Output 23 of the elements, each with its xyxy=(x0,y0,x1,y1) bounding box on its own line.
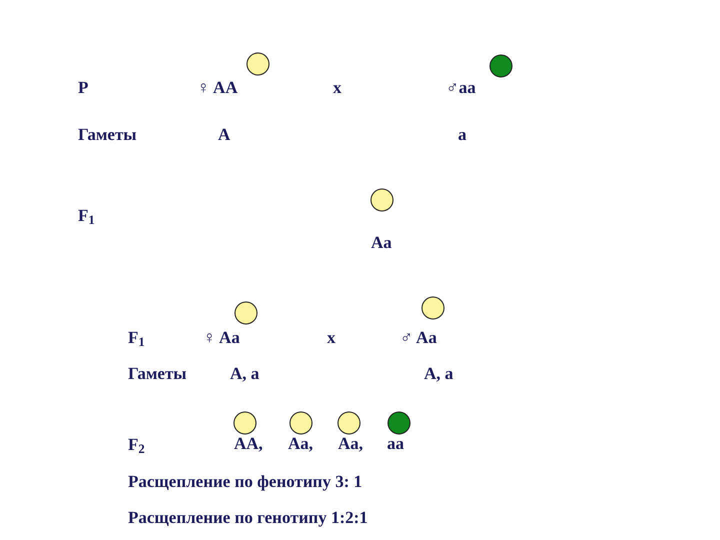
genetics-label: aa xyxy=(387,433,404,454)
genetics-label: a xyxy=(458,124,466,146)
genetics-label: Aa, xyxy=(338,433,364,454)
genetics-label: ♂ Aa xyxy=(400,327,437,348)
genetics-label: Расщепление по фенотипу 3: 1 xyxy=(128,471,362,492)
genetics-label: Aa xyxy=(371,232,392,254)
genetics-label: ♀ AA xyxy=(197,77,238,98)
genetics-label: Гаметы xyxy=(128,363,187,384)
genetics-label: Расщепление по генотипу 1:2:1 xyxy=(128,507,368,528)
genetics-label: x xyxy=(327,327,336,348)
genetics-label: AA, xyxy=(234,433,263,454)
genetics-label: A xyxy=(218,124,230,146)
genetics-label: F$_{1}$ xyxy=(128,327,145,348)
genetics-label: x xyxy=(333,77,342,98)
genetics-label: A, a xyxy=(230,363,260,384)
genetics-label: Гаметы xyxy=(78,124,137,146)
genetics-label: A, a xyxy=(424,363,454,384)
genetics-label: Aa, xyxy=(288,433,314,454)
genetics-label: F$_{1}$ xyxy=(78,205,95,226)
genetics-label: ♀ Aa xyxy=(203,327,240,348)
genetics-label: ♂aa xyxy=(446,77,476,98)
genetics-label: F$_{2}$ xyxy=(128,434,145,456)
genetics-label: P xyxy=(78,77,88,98)
